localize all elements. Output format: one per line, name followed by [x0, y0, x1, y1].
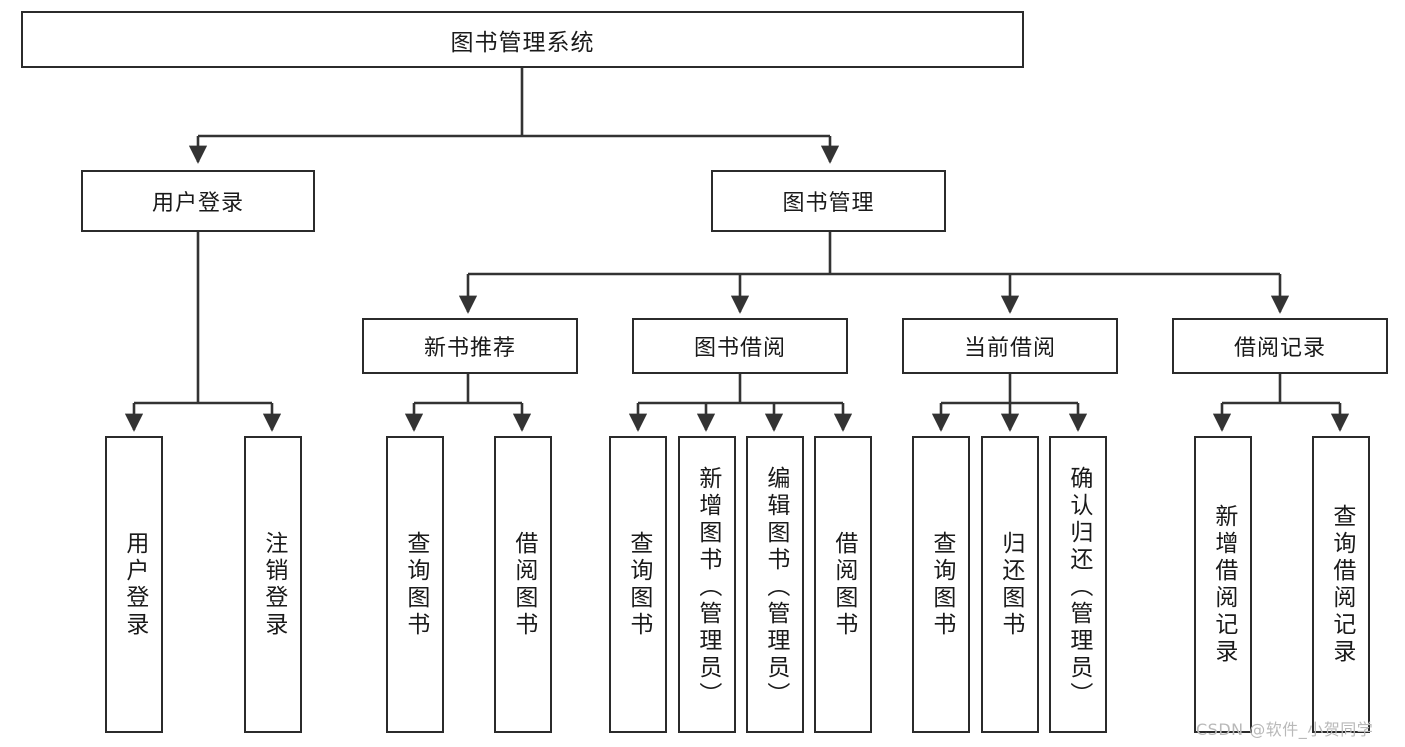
- csdn-watermark: CSDN @软件_小贺同学: [1196, 720, 1374, 739]
- leaf-label: 编辑图书（管理员）: [762, 466, 789, 709]
- leaf-confirm-return-admin[interactable]: 确认归还（管理员）: [1049, 436, 1107, 733]
- leaf-label: 注销登录: [260, 530, 287, 639]
- node-user-login[interactable]: 用户登录: [81, 170, 315, 232]
- leaf-query-borrow-record[interactable]: 查询借阅记录: [1312, 436, 1370, 733]
- node-book-borrow[interactable]: 图书借阅: [632, 318, 848, 374]
- node-label: 图书管理: [782, 191, 875, 216]
- leaf-user-logout[interactable]: 注销登录: [244, 436, 302, 733]
- node-label: 图书管理系统: [450, 29, 595, 56]
- node-root-system[interactable]: 图书管理系统: [21, 11, 1024, 68]
- leaf-add-borrow-record[interactable]: 新增借阅记录: [1194, 436, 1252, 733]
- node-borrow-record[interactable]: 借阅记录: [1172, 318, 1388, 374]
- node-new-book-recommend[interactable]: 新书推荐: [362, 318, 578, 374]
- leaf-label: 查询图书: [625, 530, 652, 639]
- leaf-label: 查询借阅记录: [1328, 503, 1355, 666]
- node-label: 借阅记录: [1233, 336, 1326, 361]
- leaf-label: 归还图书: [997, 530, 1024, 639]
- node-label: 新书推荐: [423, 336, 516, 361]
- leaf-query-book-current[interactable]: 查询图书: [912, 436, 970, 733]
- leaf-label: 查询图书: [928, 530, 955, 639]
- leaf-label: 用户登录: [121, 530, 148, 639]
- node-book-manage[interactable]: 图书管理: [711, 170, 946, 232]
- leaf-borrow-book-recommend[interactable]: 借阅图书: [494, 436, 552, 733]
- leaf-query-book-borrow[interactable]: 查询图书: [609, 436, 667, 733]
- leaf-query-book-recommend[interactable]: 查询图书: [386, 436, 444, 733]
- leaf-return-book[interactable]: 归还图书: [981, 436, 1039, 733]
- node-label: 用户登录: [151, 191, 244, 216]
- leaf-label: 借阅图书: [830, 530, 857, 639]
- node-label: 图书借阅: [693, 336, 786, 361]
- leaf-add-book-admin[interactable]: 新增图书（管理员）: [678, 436, 736, 733]
- leaf-borrow-book-borrow[interactable]: 借阅图书: [814, 436, 872, 733]
- node-current-borrow[interactable]: 当前借阅: [902, 318, 1118, 374]
- node-label: 当前借阅: [963, 336, 1056, 361]
- leaf-edit-book-admin[interactable]: 编辑图书（管理员）: [746, 436, 804, 733]
- leaf-user-login[interactable]: 用户登录: [105, 436, 163, 733]
- leaf-label: 借阅图书: [510, 530, 537, 639]
- leaf-label: 新增借阅记录: [1210, 503, 1237, 666]
- leaf-label: 确认归还（管理员）: [1065, 466, 1092, 709]
- leaf-label: 新增图书（管理员）: [694, 466, 721, 709]
- leaf-label: 查询图书: [402, 530, 429, 639]
